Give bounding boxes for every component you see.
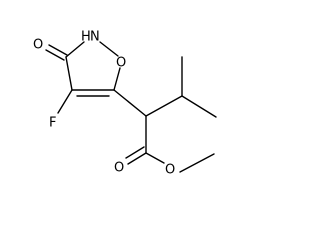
atom-h-on-nitrogen: H	[81, 30, 91, 45]
atom-o-carbonyl: O	[33, 38, 43, 53]
bond-cester-o-double-b	[125, 146, 145, 159]
atom-o-ring: O	[116, 56, 126, 71]
atom-n: N	[90, 30, 100, 45]
bond-c5-calpha	[113, 89, 147, 117]
bond-n-o-ring	[99, 41, 119, 57]
bond-c3-o-carbonyl-b	[45, 49, 65, 61]
bond-c4-f	[57, 89, 73, 114]
atom-o-ester-single: O	[165, 163, 175, 178]
bond-cester-o-single	[145, 152, 165, 164]
atom-label-group: O H N O F O O	[33, 30, 175, 178]
bond-c3-o-carbonyl-a	[48, 44, 68, 56]
bond-o-methyl	[179, 153, 215, 173]
bond-c3-c4	[65, 56, 73, 91]
chemical-structure-diagram: O H N O F O O	[33, 30, 217, 178]
bond-o-ring-c5	[113, 67, 121, 91]
bond-group	[45, 41, 217, 173]
bond-c3-n	[65, 41, 85, 58]
atom-f: F	[49, 116, 56, 131]
bond-calpha-cipr	[145, 95, 183, 117]
atom-o-ester-double: O	[114, 161, 124, 176]
bond-cipr-me-right	[181, 95, 217, 118]
bond-cester-o-double-a	[127, 152, 147, 165]
